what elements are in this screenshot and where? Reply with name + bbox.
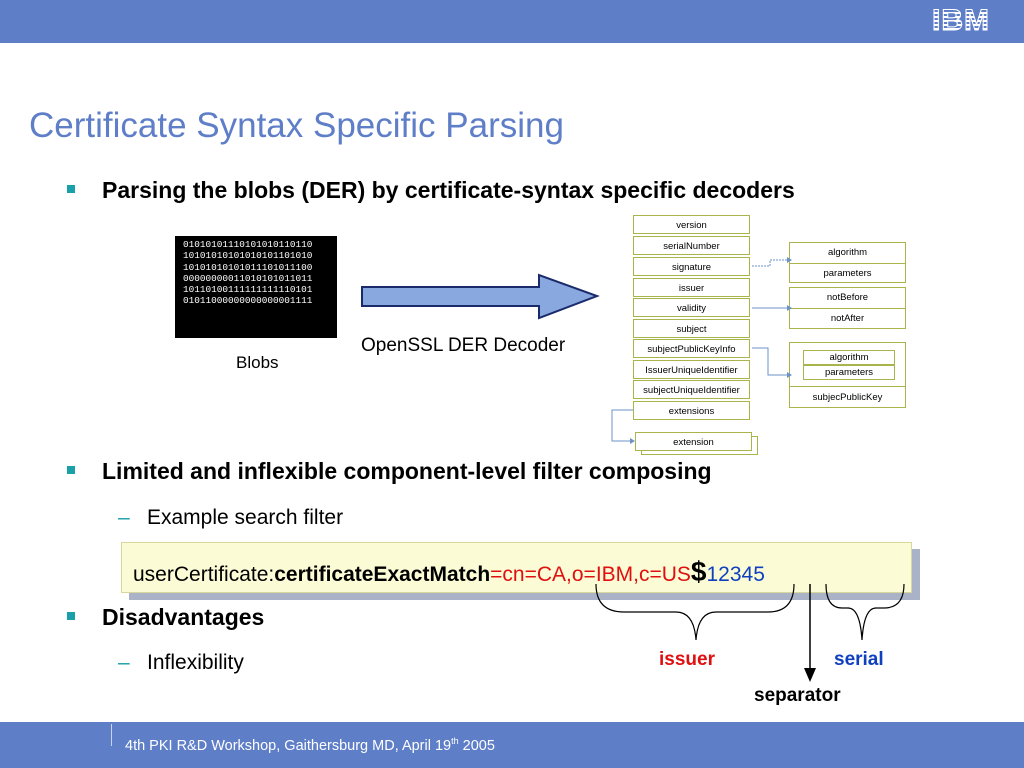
spki-arrowhead [787, 372, 792, 378]
validity-box: notBefore notAfter [789, 287, 906, 329]
bullet-square-icon [67, 466, 75, 474]
separator-arrowhead [804, 668, 816, 682]
field-subject: subject [633, 319, 750, 338]
bullet-disadvantages: Disadvantages [102, 604, 265, 630]
field-extension: extension [635, 432, 752, 451]
bullet-square-icon [67, 612, 75, 620]
filter-separator: $ [690, 556, 707, 587]
filter-eq: = [490, 563, 503, 586]
header-bar [0, 0, 1024, 43]
blob-line: 01010101110101010110110 [183, 239, 313, 250]
field-validity: validity [633, 298, 750, 317]
field-extensions: extensions [633, 401, 750, 420]
filter-issuer-value: cn=CA,o=IBM,c=US [502, 563, 691, 586]
signature-arrowhead [787, 257, 792, 263]
blob-line: 01011000000000000001111 [183, 295, 313, 307]
filter-rule: certificateExactMatch [274, 563, 491, 586]
bullet-parsing: Parsing the blobs (DER) by certificate-s… [102, 177, 795, 203]
issuer-annotation: issuer [659, 649, 715, 670]
ibm-logo: IBM [932, 4, 990, 38]
filter-attr: userCertificate: [133, 563, 275, 586]
spki-key: subjecPublicKey [790, 386, 905, 409]
footer-text-pre: 4th PKI R&D Workshop, Gaithersburg MD, A… [125, 737, 452, 754]
separator-annotation: separator [754, 685, 841, 706]
bullet-square-icon [67, 185, 75, 193]
blob-box: 01010101110101010110110 1010101010101010… [175, 236, 337, 338]
blob-line: 10110100111111111110101 [183, 284, 313, 296]
blob-line: 10101010101011101011100 [183, 261, 313, 273]
field-version: version [633, 215, 750, 234]
serial-brace [825, 583, 905, 641]
issuer-brace [595, 583, 795, 641]
extensions-arrowhead [630, 438, 635, 444]
field-signature: signature [633, 257, 750, 276]
decoder-label: OpenSSL DER Decoder [361, 335, 566, 356]
field-subject-public-key-info: subjectPublicKeyInfo [633, 339, 750, 358]
spki-connector [752, 347, 787, 376]
sig-parameters: parameters [790, 263, 905, 284]
validity-not-before: notBefore [826, 292, 869, 303]
footer-divider [111, 724, 112, 746]
footer-bar [0, 722, 1024, 768]
sig-algorithm: algorithm [827, 247, 868, 258]
field-issuer-unique-identifier: IssuerUniqueIdentifier [633, 360, 750, 379]
field-issuer: issuer [633, 278, 750, 297]
validity-not-after: notAfter [790, 308, 905, 329]
signature-connector [752, 259, 787, 267]
field-subject-unique-identifier: subjectUniqueIdentifier [633, 380, 750, 399]
spki-algorithm: algorithm [803, 350, 895, 365]
dash-icon: – [118, 506, 130, 529]
sub-example-filter: Example search filter [147, 506, 344, 529]
filter-box: userCertificate:certificateExactMatch=cn… [121, 542, 912, 593]
spki-parameters: parameters [803, 365, 895, 380]
footer-text-post: 2005 [458, 737, 495, 754]
validity-arrowhead [787, 305, 792, 311]
blobs-label: Blobs [236, 353, 279, 372]
filter-text: userCertificate:certificateExactMatch=cn… [133, 556, 765, 588]
decoder-arrow [361, 273, 600, 320]
serial-annotation: serial [834, 649, 884, 670]
slide-title: Certificate Syntax Specific Parsing [29, 106, 564, 145]
sub-inflexibility: Inflexibility [147, 651, 244, 674]
blob-line: 00000000011010101011011 [183, 272, 313, 284]
filter-serial-value: 12345 [706, 563, 765, 586]
bullet-limited: Limited and inflexible component-level f… [102, 458, 712, 484]
signature-box: algorithm parameters [789, 242, 906, 283]
field-serial-number: serialNumber [633, 236, 750, 255]
dash-icon: – [118, 651, 130, 674]
footer-text: 4th PKI R&D Workshop, Gaithersburg MD, A… [125, 736, 495, 754]
footer-sup: th [451, 736, 459, 746]
blob-line: 10101010101010101101010 [183, 250, 313, 262]
extensions-connector [611, 409, 633, 442]
